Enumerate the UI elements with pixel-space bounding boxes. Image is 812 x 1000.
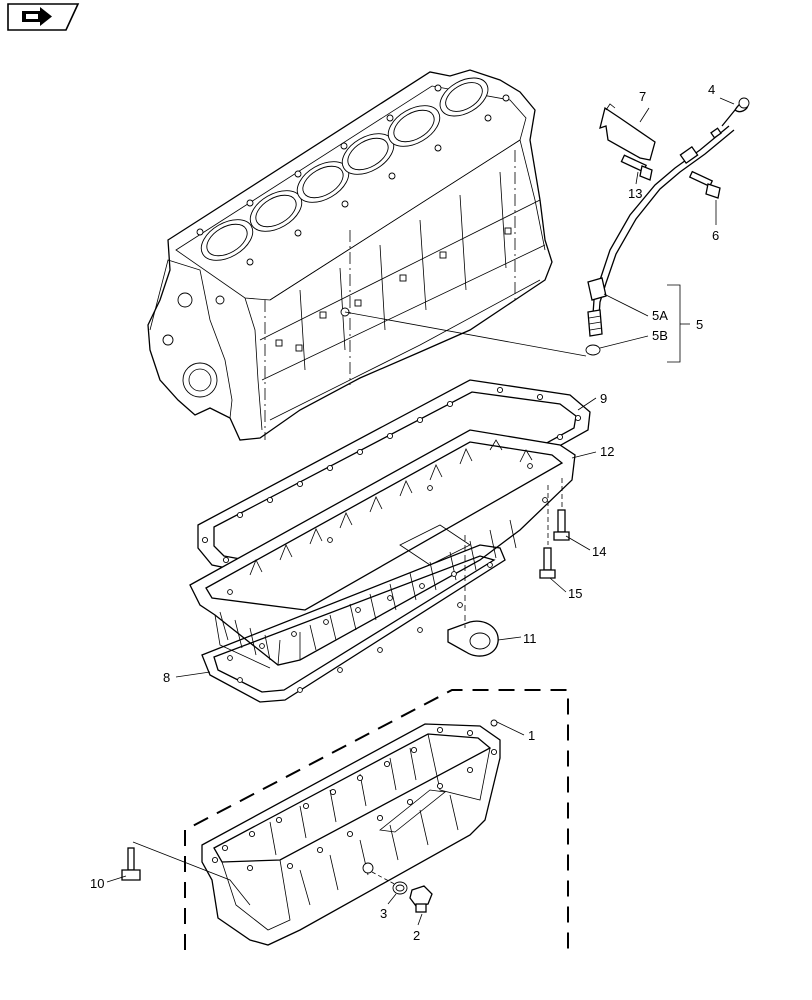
callout-4: 4	[708, 82, 715, 97]
callout-13: 13	[628, 186, 642, 201]
leader-lines	[106, 97, 735, 926]
callout-15: 15	[568, 586, 582, 601]
lower-gasket	[201, 544, 506, 703]
dipstick-assembly	[344, 97, 750, 357]
callout-8: 8	[163, 670, 170, 685]
oil-pan	[201, 719, 501, 946]
callout-14: 14	[592, 544, 606, 559]
callout-2: 2	[413, 928, 420, 943]
callout-3: 3	[380, 906, 387, 921]
nav-back-button[interactable]	[7, 3, 80, 31]
drain-hardware	[121, 841, 433, 913]
callout-10: 10	[90, 876, 104, 891]
ladder-frame	[189, 429, 576, 669]
callout-7: 7	[639, 89, 646, 104]
engine-block	[147, 69, 553, 441]
callout-9: 9	[600, 391, 607, 406]
callout-5a: 5A	[652, 308, 668, 323]
suction-gasket	[447, 535, 499, 657]
callout-6: 6	[712, 228, 719, 243]
callout-1: 1	[528, 728, 535, 743]
back-arrow-icon	[22, 7, 52, 26]
callout-5: 5	[696, 317, 703, 332]
frame-bolts	[539, 478, 570, 579]
callouts: 1 2 3 4 5 5A 5B 6 7 8 9 10 11 12 13 14 1…	[90, 82, 719, 943]
callout-11: 11	[523, 631, 537, 646]
callout-5b: 5B	[652, 328, 668, 343]
callout-12: 12	[600, 444, 614, 459]
kit-outline	[184, 689, 569, 950]
